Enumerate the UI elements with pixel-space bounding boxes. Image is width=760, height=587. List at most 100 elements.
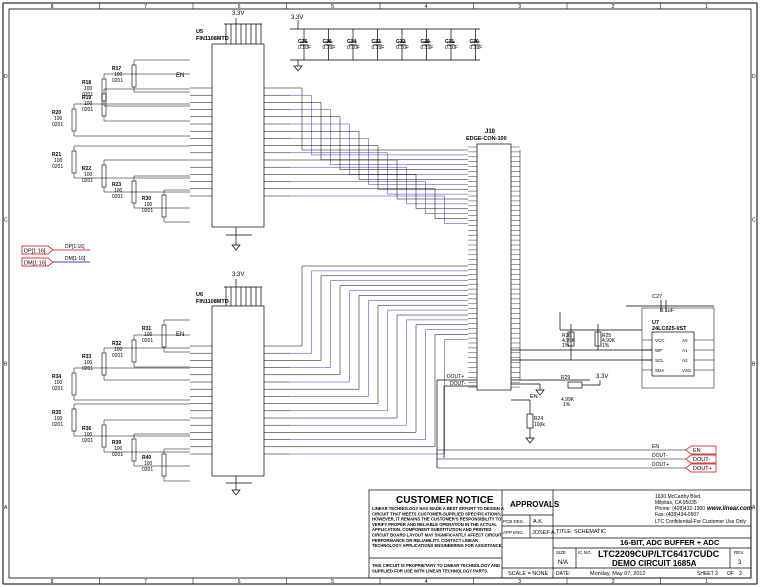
zone-col-bottom: 7 xyxy=(144,579,147,585)
scale: SCALE = NONE xyxy=(508,571,549,577)
resistor-pkg: 0201 xyxy=(52,386,63,392)
u7-eeprom xyxy=(511,300,715,389)
resistor-pkg: 0201 xyxy=(52,122,63,128)
r24-ref: R24 xyxy=(534,416,543,422)
u7-ref: U7 xyxy=(652,320,659,326)
cap-ref: C33 xyxy=(372,39,381,45)
resistor-ref: R22 xyxy=(82,166,91,172)
zone-col-top: 2 xyxy=(612,4,615,10)
dp-port: DP[1:16] xyxy=(24,249,46,255)
u5-chip xyxy=(211,18,265,251)
u5-3v3: 3.3V xyxy=(232,11,244,17)
cap-value: 0.1uF xyxy=(445,45,458,51)
port-label: DOUT+ xyxy=(693,466,712,472)
zone-row-left: C xyxy=(4,218,8,224)
icno-label: IC NO. xyxy=(578,550,592,555)
resistor-ref: R36 xyxy=(82,426,91,432)
zone-col-bottom: 5 xyxy=(331,579,334,585)
resistor-pkg: 0201 xyxy=(82,438,93,444)
cap-ref: C35 xyxy=(298,39,307,45)
resistor-value: 100 xyxy=(84,360,93,366)
company-phone: Phone: (408)432-1900 xyxy=(655,506,705,512)
cap-value: 0.1uF xyxy=(396,45,409,51)
resistor-value: 100 xyxy=(114,188,123,194)
zone-col-bottom: 8 xyxy=(51,579,54,585)
r26-value: 4.99K xyxy=(562,338,576,344)
u7-pin-right: VSS xyxy=(682,368,691,373)
u7-pin-left: VCC xyxy=(655,338,665,343)
cap-ref: C32 xyxy=(396,39,405,45)
app-eng: JOSEF A. xyxy=(532,530,557,536)
r26-ref: R26 xyxy=(562,333,571,339)
zone-col-top: 1 xyxy=(705,4,708,10)
notice-footer-line: SUPPLIED FOR USE WITH LINEAR TECHNOLOGY … xyxy=(372,569,488,574)
cap-value: 0.1uF xyxy=(347,45,360,51)
resistor-ref: R34 xyxy=(52,374,61,380)
u7-pin-right: A2 xyxy=(682,358,688,363)
u6-chip xyxy=(211,279,265,496)
zone-col-top: 7 xyxy=(144,4,147,10)
cap-value: 0.1uF xyxy=(421,45,434,51)
r29-tol: 1% xyxy=(563,402,571,408)
size-label: SIZE xyxy=(556,550,566,555)
r26-tol: 1% xyxy=(562,343,570,349)
port-label: EN xyxy=(693,448,701,454)
cap-ref: C30 xyxy=(470,39,479,45)
u6-ref: U6 xyxy=(196,292,203,298)
resistor-value: 100 xyxy=(54,158,63,164)
u7-pin-left: SDA xyxy=(655,368,664,373)
sheet-value: 2 xyxy=(715,571,718,577)
notice-line: TECHNOLOGY APPLICATIONS ENGINEERING FOR … xyxy=(372,543,503,548)
resistor-ref: R17 xyxy=(112,66,121,72)
resistor-pkg: 0201 xyxy=(142,208,153,214)
resistor-pkg: 0201 xyxy=(82,92,93,98)
notice-line: APPLICATION. COMPONENT SUBSTITUTION AND … xyxy=(372,527,491,532)
sheet-label: SHEET xyxy=(697,571,714,577)
approvals-heading: APPROVALS xyxy=(510,500,560,509)
resistor-value: 100 xyxy=(54,380,63,386)
u5-part: FIN1108MTD xyxy=(196,36,229,42)
resistor-value: 100 xyxy=(114,347,123,353)
port-net-label: EN xyxy=(652,444,659,450)
zone-col-bottom: 4 xyxy=(425,579,428,585)
zone-row-right: B xyxy=(752,361,756,367)
resistor-ref: R32 xyxy=(112,341,121,347)
app-eng-label: APP ENG. xyxy=(503,530,524,535)
of-value: 2 xyxy=(739,571,742,577)
dout-minus-net: DOUT- xyxy=(450,381,466,387)
net-3v3-caps: 3.3V xyxy=(291,15,303,21)
dout-plus-net: DOUT+ xyxy=(447,374,464,380)
cap-value: 0.1uF xyxy=(372,45,385,51)
r25-value: 4.99K xyxy=(602,338,616,344)
port-dout-: DOUT+DOUT+ xyxy=(437,462,717,473)
company-confidential: LTC Confidential-For Customer Use Only xyxy=(655,519,747,525)
notice-line: CIRCUIT THAT MEETS CUSTOMER-SUPPLIED SPE… xyxy=(372,511,501,516)
r29-ref: R29 xyxy=(561,375,570,381)
title-label: TITLE: SCHEMATIC xyxy=(556,529,606,535)
notice-line: VERIFY PROPER AND RELIABLE OPERATION IN … xyxy=(372,522,497,527)
notice-heading: CUSTOMER NOTICE xyxy=(396,495,494,506)
resistor-pkg: 0201 xyxy=(142,467,153,473)
resistor-ref: R39 xyxy=(112,440,121,446)
cap-value: 0.1uF xyxy=(323,45,336,51)
port-dout-: DOUT-DOUT- xyxy=(437,453,717,464)
resistor-ref: R33 xyxy=(82,354,91,360)
of-label: OF xyxy=(727,571,734,577)
resistor-pkg: 0201 xyxy=(112,78,123,84)
date-label: DATE: xyxy=(556,571,570,577)
u5-ref: U5 xyxy=(196,29,203,35)
